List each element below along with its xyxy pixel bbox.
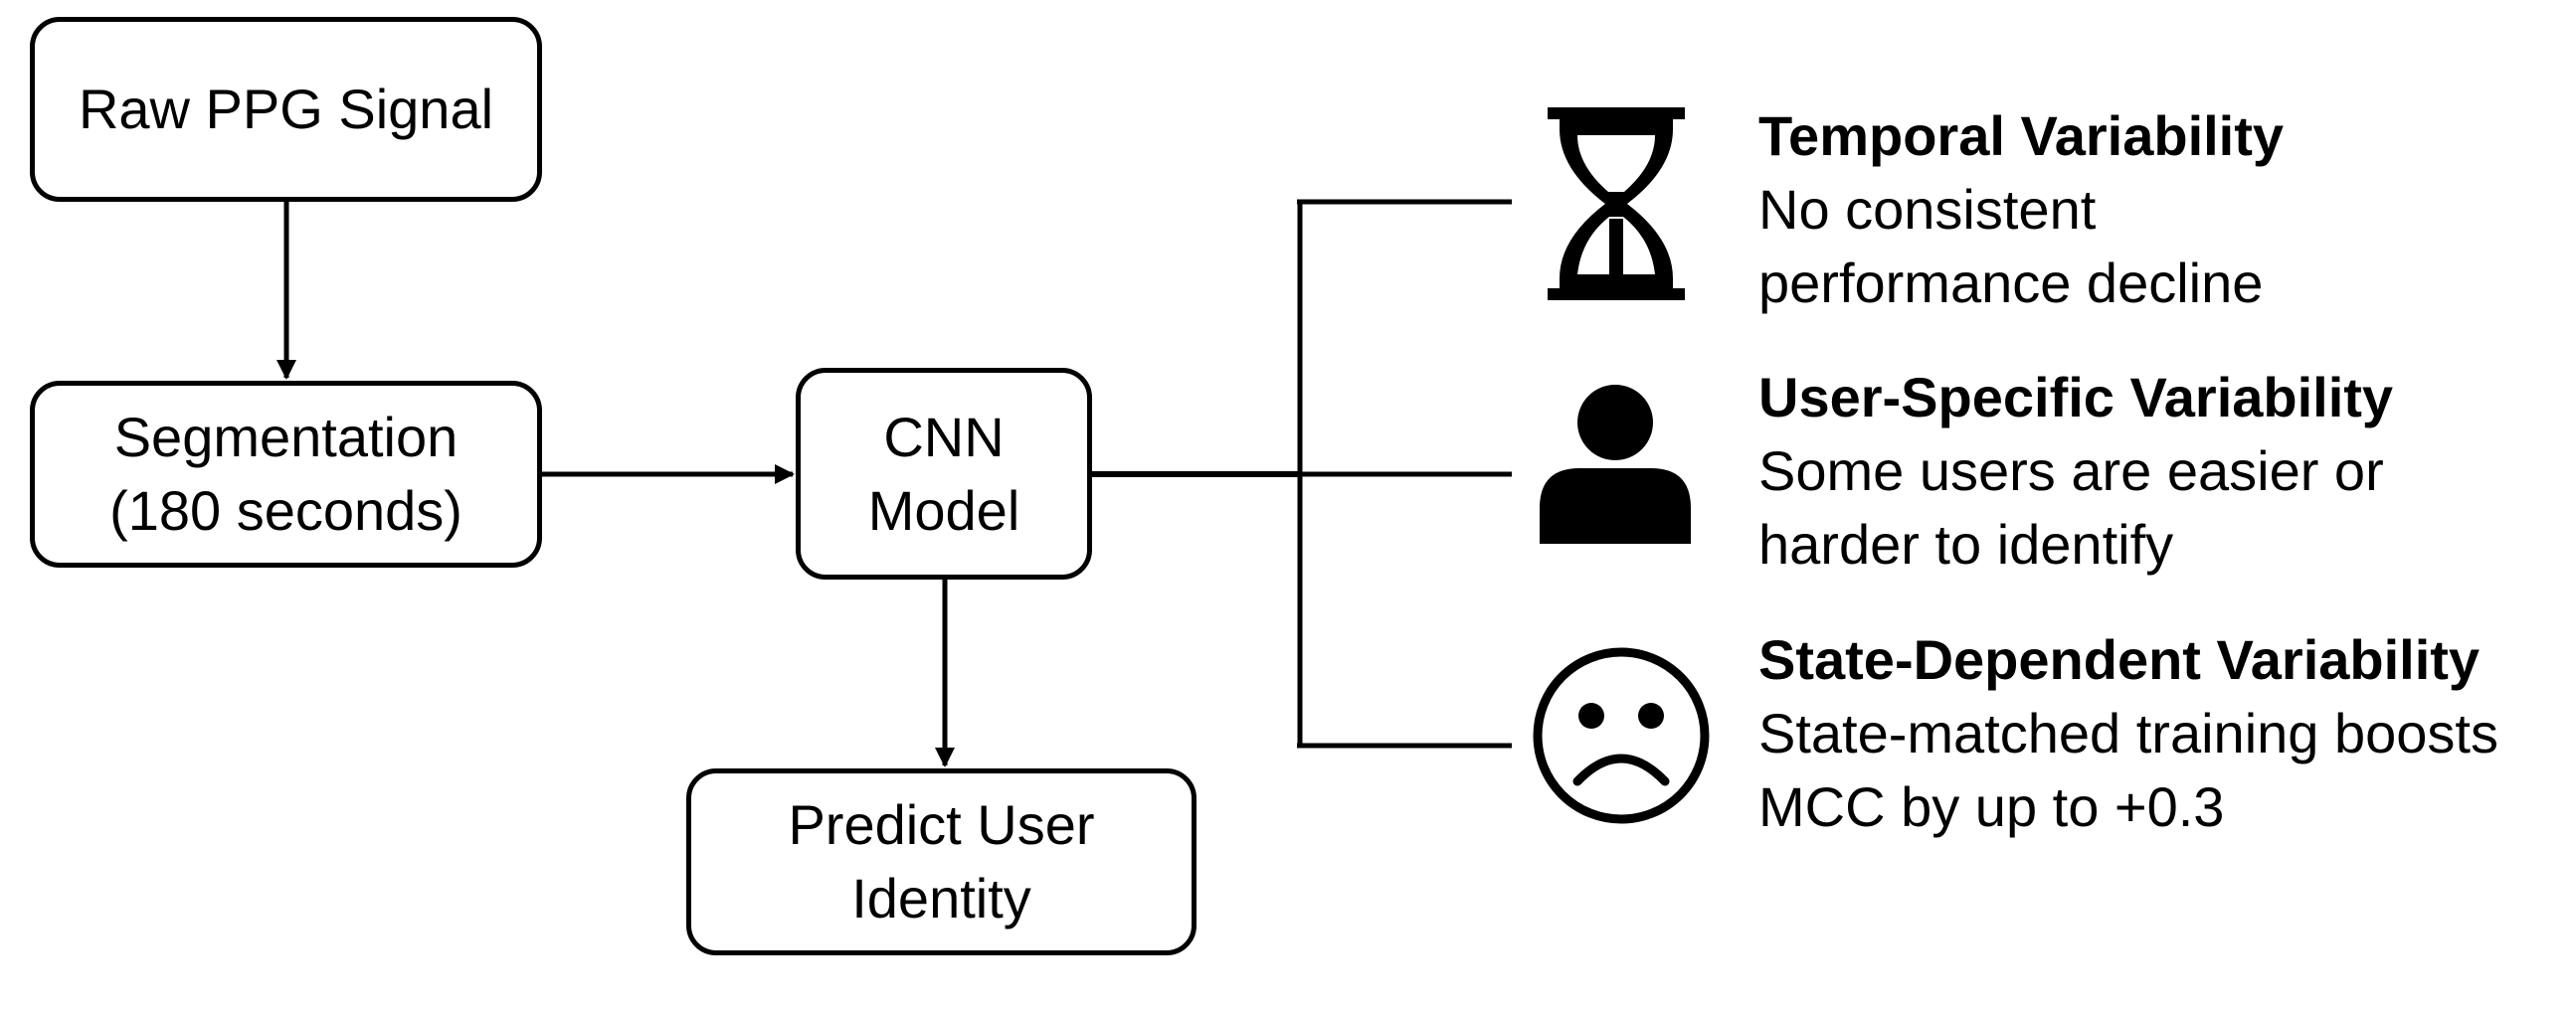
hourglass-icon xyxy=(1548,107,1685,300)
state-dependent-variability-description-line1: State-matched training boosts xyxy=(1758,702,2498,764)
model-label: Model xyxy=(867,478,1020,542)
state-dependent-variability-description-line2: MCC by up to +0.3 xyxy=(1758,775,2225,838)
temporal-variability-description-line1: No consistent xyxy=(1758,178,2097,241)
cnn-model-box: CNN Model xyxy=(796,368,1092,580)
segmentation-label: Segmentation xyxy=(113,406,459,468)
user-specific-variability-title: User-Specific Variability xyxy=(1758,366,2394,428)
user-icon xyxy=(1540,385,1691,544)
user-specific-variability-finding: User-Specific Variability Some users are… xyxy=(1758,361,2393,582)
temporal-variability-finding: Temporal Variability No consistent perfo… xyxy=(1758,99,2284,320)
user-specific-variability-description-line1: Some users are easier or xyxy=(1758,439,2384,502)
state-dependent-variability-title: State-Dependent Variability xyxy=(1758,628,2481,691)
user-specific-variability-description-line2: harder to identify xyxy=(1758,513,2174,576)
segmentation-box: Segmentation (180 seconds) xyxy=(30,381,542,568)
state-dependent-variability-finding: State-Dependent Variability State-matche… xyxy=(1758,623,2498,844)
temporal-variability-description-line2: performance decline xyxy=(1758,252,2264,314)
temporal-variability-title: Temporal Variability xyxy=(1758,104,2285,167)
raw-ppg-signal-box: Raw PPG Signal xyxy=(30,17,542,202)
segmentation-duration-label: (180 seconds) xyxy=(109,479,462,542)
identity-label: Identity xyxy=(851,867,1031,930)
predict-user-identity-box: Predict User Identity xyxy=(686,768,1196,955)
sad-face-icon xyxy=(1533,647,1710,824)
cnn-label: CNN xyxy=(883,405,1005,468)
raw-ppg-signal-label: Raw PPG Signal xyxy=(78,78,494,140)
predict-user-label: Predict User xyxy=(788,793,1095,856)
